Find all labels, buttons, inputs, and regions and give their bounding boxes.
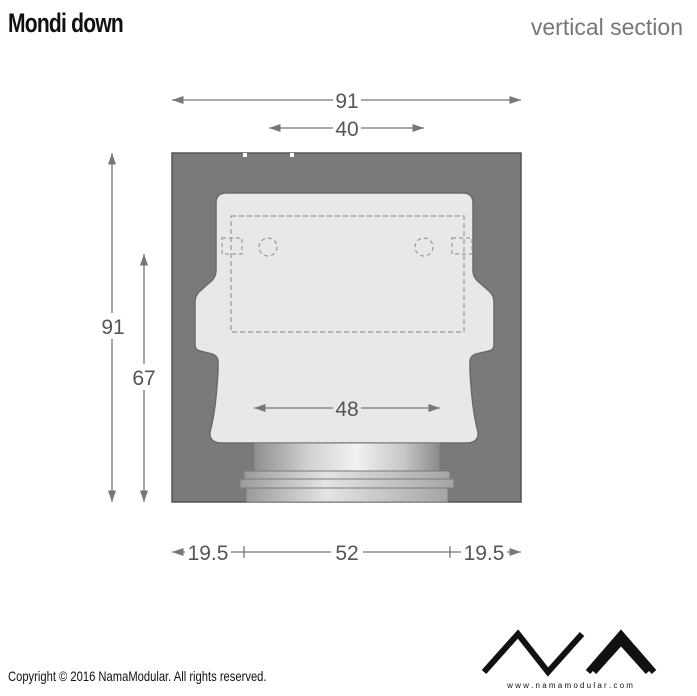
nama-logo (481, 629, 657, 677)
top-notch-left (243, 153, 247, 157)
lens-ring-upper (243, 470, 451, 480)
dim-inner-height: 67 (132, 367, 155, 390)
dim-bottom-center: 52 (335, 542, 358, 565)
dim-label-bg (333, 116, 361, 140)
dim-top-inner-width: 40 (335, 118, 358, 141)
dim-label-bg (331, 540, 363, 564)
dim-fixture-width: 48 (335, 398, 358, 421)
page-subtitle: vertical section (530, 14, 683, 40)
screw-hole-right (414, 237, 434, 257)
page-title: Mondi down (8, 8, 124, 38)
lens-body (253, 442, 441, 472)
dim-label-bg (333, 88, 361, 112)
dim-label-bg (131, 364, 158, 390)
brand-tagline: w w w . n a m a m o d u l a r . c o m (506, 681, 633, 690)
dim-label-bg (185, 540, 231, 564)
dim-bottom-right: 19.5 (464, 542, 505, 565)
dim-label-bg (100, 313, 126, 339)
lens-ring-lower (239, 478, 455, 489)
dim-label-bg (461, 540, 507, 564)
dim-bottom-left: 19.5 (188, 542, 229, 565)
dim-overall-width: 91 (335, 90, 358, 113)
lens-flange (245, 487, 449, 503)
top-notch-right (290, 153, 294, 157)
driver-outline (230, 215, 465, 333)
dim-overall-height: 91 (101, 316, 124, 339)
clip-right (451, 237, 473, 255)
dim-label-bg (333, 396, 361, 420)
clip-left (221, 237, 243, 255)
copyright-text: Copyright © 2016 NamaModular. All rights… (8, 668, 267, 684)
screw-hole-left (258, 237, 278, 257)
